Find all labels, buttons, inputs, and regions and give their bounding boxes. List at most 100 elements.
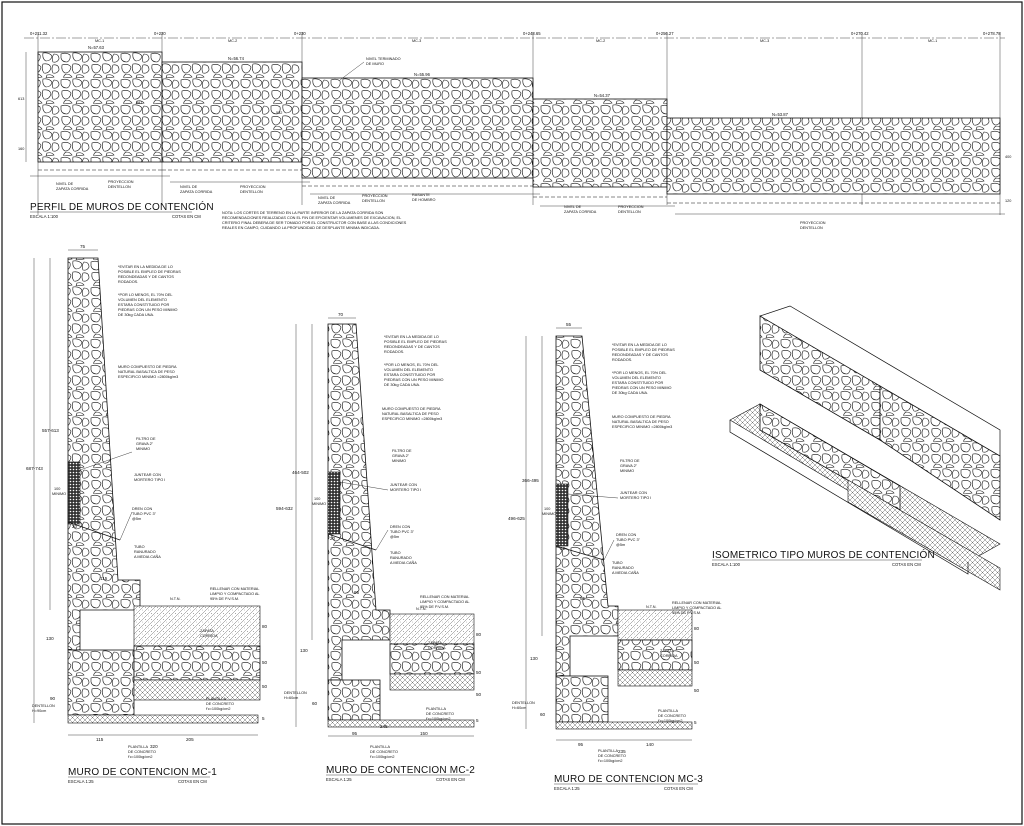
iso-scale: ESCALA 1:100 xyxy=(712,562,741,567)
mc1-d5: 5 xyxy=(262,716,265,721)
mc1-drain xyxy=(67,521,121,541)
mc3-b140: 140 xyxy=(646,742,654,747)
mc3-drain xyxy=(555,545,605,561)
mc1-b115: 115 xyxy=(96,737,104,742)
profile-dim-120: 120 xyxy=(1005,199,1011,203)
mc2-d50b: 50 xyxy=(476,692,482,697)
mc1-filter xyxy=(67,461,81,525)
station-label-4: 0+248.65 xyxy=(523,31,541,36)
mc3-plantilla xyxy=(555,721,693,730)
segment-label-2: MC-2 xyxy=(228,39,237,43)
segment-label-5: MC-3 xyxy=(760,39,769,43)
level-1: N=57.63 xyxy=(88,45,105,50)
level-5: N=53.87 xyxy=(772,112,789,117)
mc2-d20: 20 xyxy=(330,536,336,541)
mc2-h-wall: 464-502 xyxy=(292,470,309,475)
profile-wall-mc2b xyxy=(532,98,668,188)
mc2-d95: 95 xyxy=(354,590,360,595)
profile-note-text: NOTA: LOS CORTES DE TERRENO EN LA PARTE … xyxy=(222,211,407,230)
mc2-d130: 130 xyxy=(300,648,308,653)
mc1-b320: 320 xyxy=(150,744,158,749)
level-2: N=56.74 xyxy=(228,56,245,61)
mc2-b150: 150 xyxy=(420,731,428,736)
mc3-d50b: 50 xyxy=(694,688,700,693)
mc3-d50a: 50 xyxy=(694,660,700,665)
mc3-d80: 80 xyxy=(694,626,700,631)
mc3-fill xyxy=(617,609,693,641)
mc2-section: 594-632 464-502 130 60 70 95 80 50 50 5 … xyxy=(276,312,482,782)
segment-label-6: MC-1 xyxy=(928,39,937,43)
mc2-scale: ESCALA 1:25 xyxy=(326,777,352,782)
station-label-5: 0+256.27 xyxy=(656,31,674,36)
mc3-filter xyxy=(555,483,569,547)
profile-dim-532: 532 xyxy=(276,111,282,115)
mc3-d95: 95 xyxy=(580,596,586,601)
iso-title: ISOMETRICO TIPO MUROS DE CONTENCIÓN xyxy=(712,548,935,561)
profile-dim-587: 587 xyxy=(136,101,142,105)
mc3-b235: 235 xyxy=(618,749,626,754)
mc1-d90: 90 xyxy=(50,696,56,701)
station-label-1: 0+211.32 xyxy=(30,31,48,36)
mc3-note-ntn: N.T.N. xyxy=(646,605,657,609)
profile-dim-160: 160 xyxy=(18,147,24,151)
mc3-b95: 95 xyxy=(578,742,584,747)
mc1-zapata xyxy=(133,645,261,681)
profile-wall-mc1 xyxy=(37,51,163,163)
station-label-3: 0+230 xyxy=(294,31,306,36)
profile-dim-400: 400 xyxy=(1005,155,1011,159)
station-label-6: 0+270.42 xyxy=(851,31,869,36)
mc1-d130: 130 xyxy=(46,636,54,641)
iso-wall-top xyxy=(759,305,1001,456)
segment-label-4: MC-2 xyxy=(596,39,605,43)
mc3-h-total: 496-625 xyxy=(508,516,525,521)
mc2-top: 70 xyxy=(338,312,344,317)
profile-dim-613: 613 xyxy=(18,97,24,101)
mc3-h-wall: 366-495 xyxy=(522,478,539,483)
station-label-2: 0+220 xyxy=(154,31,166,36)
profile-units: COTAS EN CM xyxy=(172,214,201,219)
mc3-zapata xyxy=(617,639,693,671)
profile-dentellon-lines xyxy=(30,175,1005,215)
profile-footing-lines xyxy=(38,169,1000,204)
mc2-b245: 245 xyxy=(380,724,388,729)
mc1-plantilla xyxy=(67,714,259,724)
mc1-dentellon xyxy=(67,649,135,716)
level-4: N=54.37 xyxy=(594,93,611,98)
mc3-top: 55 xyxy=(566,322,572,327)
mc2-zapata xyxy=(389,643,475,675)
mc2-plantilla-upper xyxy=(389,673,475,691)
